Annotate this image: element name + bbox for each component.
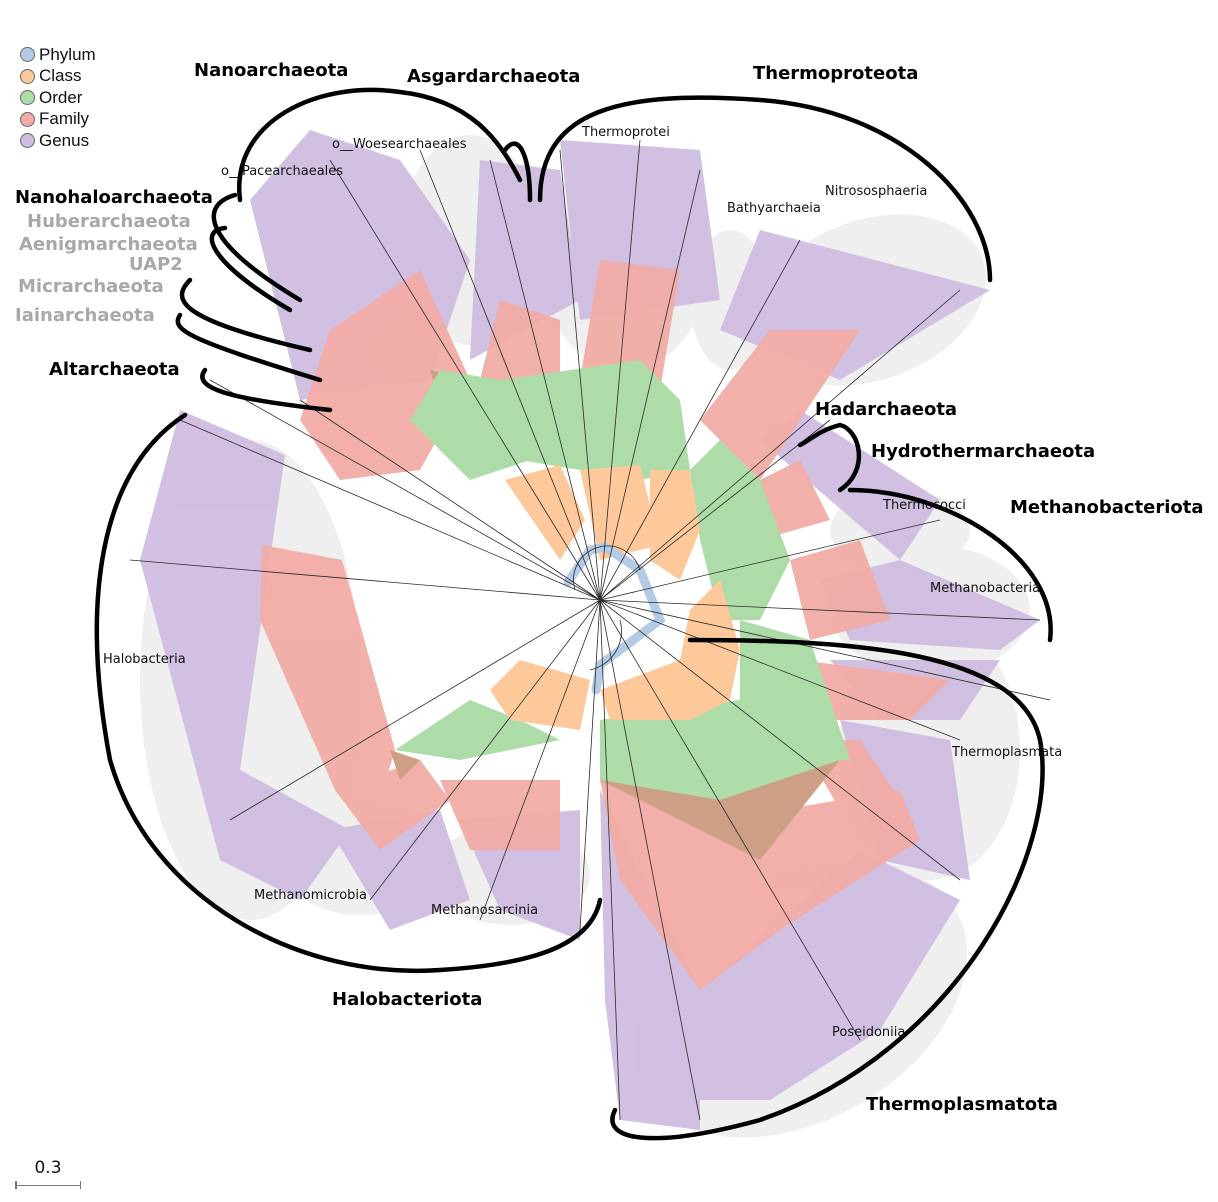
- clade-label-bathyarchaeia: Bathyarchaeia: [727, 201, 821, 216]
- clade-label-nitrososphaeria: Nitrososphaeria: [825, 184, 928, 199]
- phylum-label-micrarchaeota: Micrarchaeota: [18, 276, 164, 297]
- tree-branches: [129, 139, 1051, 1121]
- clade-label-poseidoniia: Poseidoniia: [832, 1025, 906, 1040]
- legend-item-family: Family: [20, 109, 96, 131]
- phylum-label-thermoproteota: Thermoproteota: [753, 63, 919, 84]
- legend-label: Genus: [39, 130, 90, 150]
- genus-swatch-icon: [20, 133, 35, 149]
- phylum-label-hadarchaeota: Hadarchaeota: [815, 399, 958, 420]
- clade-label-woesearchaeales: o__Woesearchaeales: [332, 137, 467, 152]
- legend-label: Order: [39, 87, 83, 107]
- phylum-label-thermoplasmatota: Thermoplasmatota: [866, 1094, 1058, 1115]
- legend-label: Family: [39, 109, 90, 129]
- legend-item-phylum: Phylum: [20, 44, 96, 66]
- clade-label-thermococci: Thermococci: [883, 498, 966, 513]
- clade-label-thermoplasmata: Thermoplasmata: [952, 745, 1063, 760]
- legend-label: Phylum: [39, 44, 96, 64]
- phylum-swatch-icon: [20, 47, 35, 63]
- phylum-outlines: [94, 87, 1053, 1141]
- phylum-label-methanobacteriota: Methanobacteriota: [1010, 497, 1204, 518]
- phylum-label-asgardarchaeota: Asgardarchaeota: [407, 66, 581, 87]
- legend-item-genus: Genus: [20, 130, 96, 152]
- phylum-label-nanoarchaeota: Nanoarchaeota: [194, 60, 349, 81]
- legend: Phylum Class Order Family Genus: [20, 44, 96, 152]
- legend-label: Class: [39, 66, 82, 86]
- family-regions: [260, 260, 950, 990]
- order-swatch-icon: [20, 90, 35, 106]
- family-swatch-icon: [20, 111, 35, 127]
- scale-bar-line: [15, 1179, 81, 1189]
- clade-label-methanomicrobia: Methanomicrobia: [254, 888, 367, 903]
- phylum-label-iainarchaeota: Iainarchaeota: [15, 305, 155, 326]
- phylum-label-halobacteriota: Halobacteriota: [332, 989, 483, 1010]
- phylum-label-aenigmarchaeota: Aenigmarchaeota: [19, 234, 198, 255]
- clade-label-thermoprotei: Thermoprotei: [582, 125, 670, 140]
- legend-item-order: Order: [20, 87, 96, 109]
- legend-item-class: Class: [20, 66, 96, 88]
- clade-label-halobacteria: Halobacteria: [103, 652, 186, 667]
- clade-label-pacearchaeales: o__Pacearchaeales: [221, 164, 344, 179]
- phylum-label-uap2: UAP2: [129, 254, 183, 275]
- phylum-label-altarchaeota: Altarchaeota: [49, 359, 180, 380]
- class-swatch-icon: [20, 68, 35, 84]
- scale-bar-label: 0.3: [34, 1158, 62, 1178]
- scale-bar: 0.3: [15, 1158, 81, 1189]
- phylum-label-huberarchaeota: Huberarchaeota: [27, 211, 191, 232]
- phylum-label-nanohaloarchaeota: Nanohaloarchaeota: [15, 187, 213, 208]
- phylum-label-hydrothermarchaeota: Hydrothermarchaeota: [871, 441, 1096, 462]
- clade-label-methanosarcinia: Methanosarcinia: [431, 903, 539, 918]
- phylum-regions: [563, 542, 666, 695]
- clade-label-methanobacteria: Methanobacteria: [930, 581, 1041, 596]
